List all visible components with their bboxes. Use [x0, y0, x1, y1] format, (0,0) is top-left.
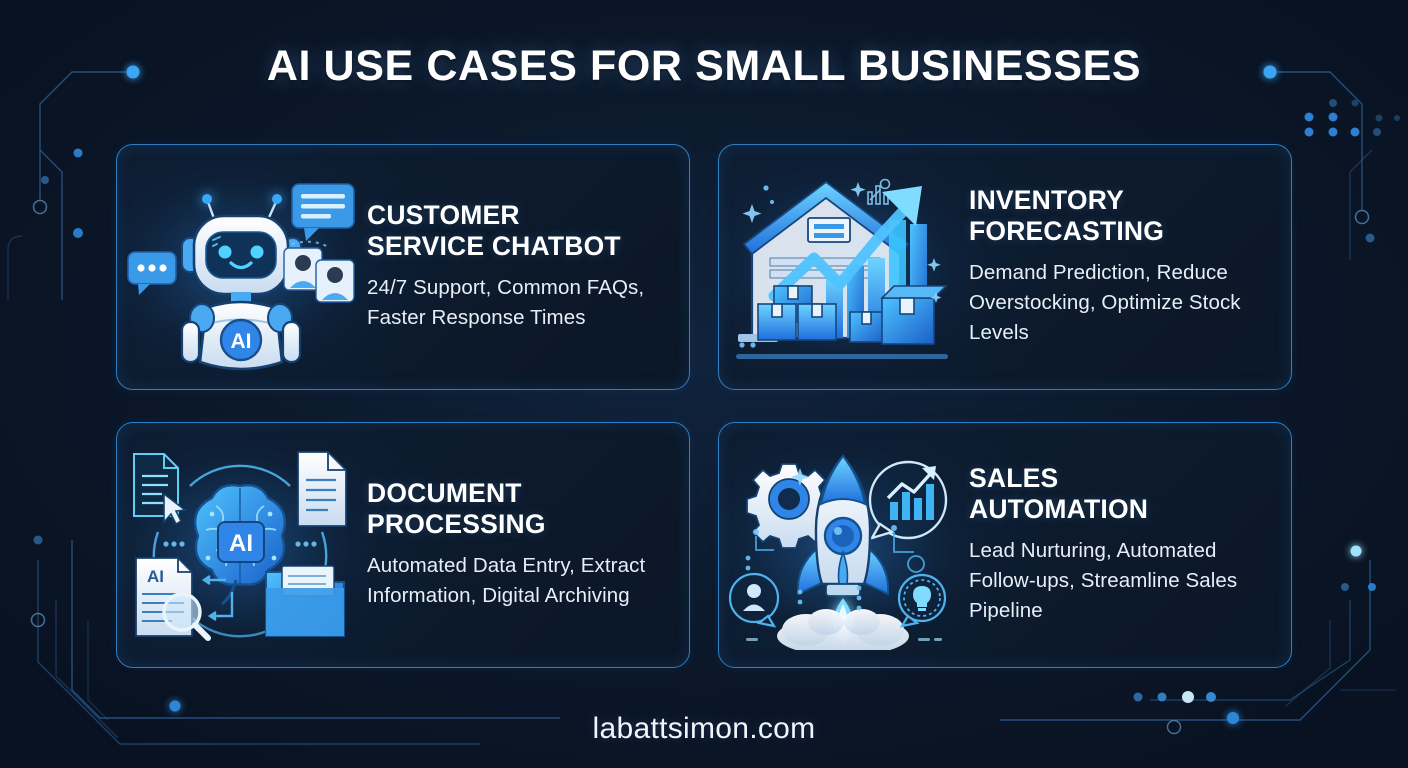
svg-text:AI: AI: [147, 567, 164, 586]
use-case-card-grid: AI: [116, 144, 1292, 668]
svg-text:AI: AI: [231, 330, 252, 353]
warehouse-growth-chart-illustration: [719, 145, 965, 389]
card-sales-automation[interactable]: SALES AUTOMATION Lead Nurturing, Automat…: [718, 422, 1292, 668]
card-description: Automated Data Entry, Extract Informatio…: [367, 553, 646, 608]
page-title: AI USE CASES FOR SMALL BUSINESSES: [266, 42, 1142, 90]
card-customer-service-chatbot[interactable]: AI: [116, 144, 690, 390]
card-title-line2: AUTOMATION: [969, 493, 1149, 524]
card-text-block: SALES AUTOMATION Lead Nurturing, Automat…: [965, 463, 1291, 626]
svg-text:AI: AI: [229, 530, 253, 557]
footer-website[interactable]: labattsimon.com: [592, 712, 816, 745]
card-description: 24/7 Support, Common FAQs, Faster Respon…: [367, 275, 645, 330]
card-document-processing[interactable]: AI: [116, 422, 690, 668]
chatbot-robot-illustration: AI: [117, 145, 363, 389]
card-title: DOCUMENT PROCESSING: [367, 478, 671, 538]
rocket-launch-illustration: [719, 423, 965, 667]
card-title: INVENTORY FORECASTING: [969, 185, 1273, 245]
ai-brain-documents-illustration: AI: [117, 423, 363, 667]
card-description: Demand Prediction, Reduce Overstocking, …: [969, 260, 1241, 345]
card-title: SALES AUTOMATION: [969, 463, 1273, 523]
card-title-line1: CUSTOMER: [367, 200, 520, 231]
card-text-block: CUSTOMER SERVICE CHATBOT 24/7 Support, C…: [363, 200, 689, 333]
card-title-line2: SERVICE CHATBOT: [367, 230, 621, 261]
card-title: CUSTOMER SERVICE CHATBOT: [367, 200, 671, 260]
card-text-block: DOCUMENT PROCESSING Automated Data Entry…: [363, 478, 689, 611]
footer: labattsimon.com: [0, 712, 1408, 746]
card-title-line2: PROCESSING: [367, 508, 546, 539]
card-title-line1: SALES: [969, 463, 1059, 494]
card-description: Lead Nurturing, Automated Follow-ups, St…: [969, 538, 1238, 623]
card-title-line1: DOCUMENT: [367, 478, 522, 509]
page-title-row: AI USE CASES FOR SMALL BUSINESSES: [0, 42, 1408, 90]
card-title-line1: INVENTORY: [969, 185, 1124, 216]
card-text-block: INVENTORY FORECASTING Demand Prediction,…: [965, 185, 1291, 348]
card-inventory-forecasting[interactable]: INVENTORY FORECASTING Demand Prediction,…: [718, 144, 1292, 390]
card-title-line2: FORECASTING: [969, 215, 1165, 246]
